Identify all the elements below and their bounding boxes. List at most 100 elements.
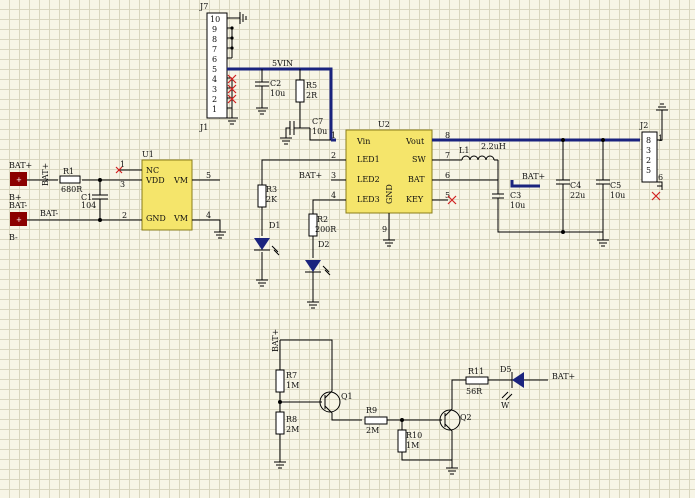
u1-chip: U1 NC VDD VM GND VM 1 3 2 5 4 <box>120 150 211 231</box>
j7-connector: J7 J1 10 9 8 7 6 5 4 3 2 1 <box>199 2 228 132</box>
d1-ref: D1 <box>269 221 281 230</box>
j2-wires <box>656 103 668 190</box>
r8-body <box>275 411 285 435</box>
c2-ref: C2 <box>270 79 281 88</box>
r3-ref: R3 <box>266 185 277 194</box>
q1-leads <box>280 339 362 421</box>
j2-pin-5: 5 <box>646 166 651 175</box>
u1-pinnum-5: 5 <box>206 171 211 180</box>
d2-light-icon <box>322 265 331 276</box>
r3-body <box>257 184 267 208</box>
d5-ref: D5 <box>500 365 512 374</box>
d5-value: W <box>501 401 510 410</box>
j7-pin-7: 7 <box>212 45 217 54</box>
l1-symbol <box>458 155 498 161</box>
c5-value: 10u <box>610 191 625 200</box>
r9-ref: R9 <box>366 406 377 415</box>
q2-leads <box>444 379 466 475</box>
u2-ref: U2 <box>378 120 390 129</box>
j7-pin-2: 2 <box>212 95 217 104</box>
net-label-5vin: 5VIN <box>272 59 293 68</box>
r8-ref: R8 <box>286 415 297 424</box>
r10-body <box>397 429 407 453</box>
u2-pinnum-4: 4 <box>331 191 336 200</box>
svg-text:+: + <box>16 176 22 184</box>
u1-pin-vm1: VM <box>173 176 188 185</box>
c1-symbol <box>92 180 108 220</box>
bus-bat-out <box>510 180 540 188</box>
r7-body <box>275 369 285 393</box>
net-label-bat-d5: BAT+ <box>552 372 575 381</box>
c2-symbol <box>255 69 269 115</box>
battery-connector: + + BAT+ B+ BAT- B- BAT+ BAT- <box>9 161 59 242</box>
q1-ref: Q1 <box>341 392 353 401</box>
j2-ref: J2 <box>639 121 648 130</box>
b-plus-label: B+ <box>9 193 22 202</box>
u2-pin-led1: LED1 <box>357 155 380 164</box>
u2-chip: U2 Vin LED1 LED2 LED3 Vout SW BAT KEY GN… <box>331 120 450 234</box>
u2-pinnum-2: 2 <box>331 151 336 160</box>
j7-pin-9: 9 <box>212 25 217 34</box>
r8-value: 2M <box>286 425 299 434</box>
r10-value: 1M <box>406 441 419 450</box>
c4-value: 22u <box>570 191 585 200</box>
d5-symbol <box>512 372 524 388</box>
j7-pin-5: 5 <box>212 65 217 74</box>
divider-wire <box>274 340 322 469</box>
nc-marks-j7 <box>227 74 237 104</box>
u2-pin-led2: LED2 <box>357 175 380 184</box>
c1-value: 104 <box>81 201 96 210</box>
l1-value: 2.2uH <box>481 142 506 151</box>
r7-ref: R7 <box>286 371 297 380</box>
d2-ref: D2 <box>318 240 330 249</box>
u2-pin-led3: LED3 <box>357 195 380 204</box>
u2-pinnum-7: 7 <box>445 151 450 160</box>
net-label-bat-u2: BAT+ <box>299 171 322 180</box>
u1-wires <box>118 169 221 232</box>
net-label-bat-q: BAT+ <box>271 329 280 352</box>
r9-body <box>364 416 388 425</box>
u2-pin-sw: SW <box>412 155 426 164</box>
u2-pin-vout: Vout <box>405 137 425 146</box>
b-minus-label: B- <box>9 233 18 242</box>
u1-body <box>141 159 193 231</box>
u1-ref: U1 <box>142 150 154 159</box>
c7-value: 10u <box>312 127 327 136</box>
r1-value: 680R <box>61 185 83 194</box>
j7-ref: J7 <box>199 2 208 11</box>
c1-ref: C1 <box>81 193 92 202</box>
q1-symbol <box>319 391 341 413</box>
u2-pinnum-8: 8 <box>445 131 450 140</box>
c2-value: 10u <box>270 89 285 98</box>
j7-pin-1: 1 <box>212 105 217 114</box>
j7-pin-3: 3 <box>212 85 217 94</box>
c4-c5-wires <box>556 140 610 247</box>
bat-plus-pad <box>10 172 27 186</box>
u1-pinnum-1: 1 <box>120 160 125 169</box>
c3-value: 10u <box>510 201 525 210</box>
r11-ref: R11 <box>468 367 484 376</box>
r2-ref: R2 <box>317 215 328 224</box>
nc-mark-key <box>447 195 457 205</box>
j7-body <box>206 12 228 119</box>
r2-value: 200R <box>315 225 337 234</box>
bat-minus-pad <box>10 212 27 226</box>
j7-pin-4: 4 <box>212 75 217 84</box>
u2-wires <box>331 159 458 247</box>
u1-pinnum-3: 3 <box>120 180 125 189</box>
c4-ref: C4 <box>570 181 581 190</box>
u1-pin-nc: NC <box>146 166 159 175</box>
u2-pinnum-5: 5 <box>445 191 450 200</box>
r10-ref: R10 <box>406 431 422 440</box>
r5-ref: R5 <box>306 81 317 90</box>
u2-pin-key: KEY <box>406 195 424 204</box>
u1-pin-vm2: VM <box>173 214 188 223</box>
j7-pin-8: 8 <box>212 35 217 44</box>
net-label-bat-out: BAT+ <box>522 172 545 181</box>
d5-light-icon <box>501 391 513 401</box>
led3-wire <box>307 199 331 309</box>
u1-pinnum-4: 4 <box>206 211 211 220</box>
c3-wire <box>458 160 603 233</box>
j2-pin-8: 8 <box>646 136 651 145</box>
r1-ref: R1 <box>63 167 74 176</box>
